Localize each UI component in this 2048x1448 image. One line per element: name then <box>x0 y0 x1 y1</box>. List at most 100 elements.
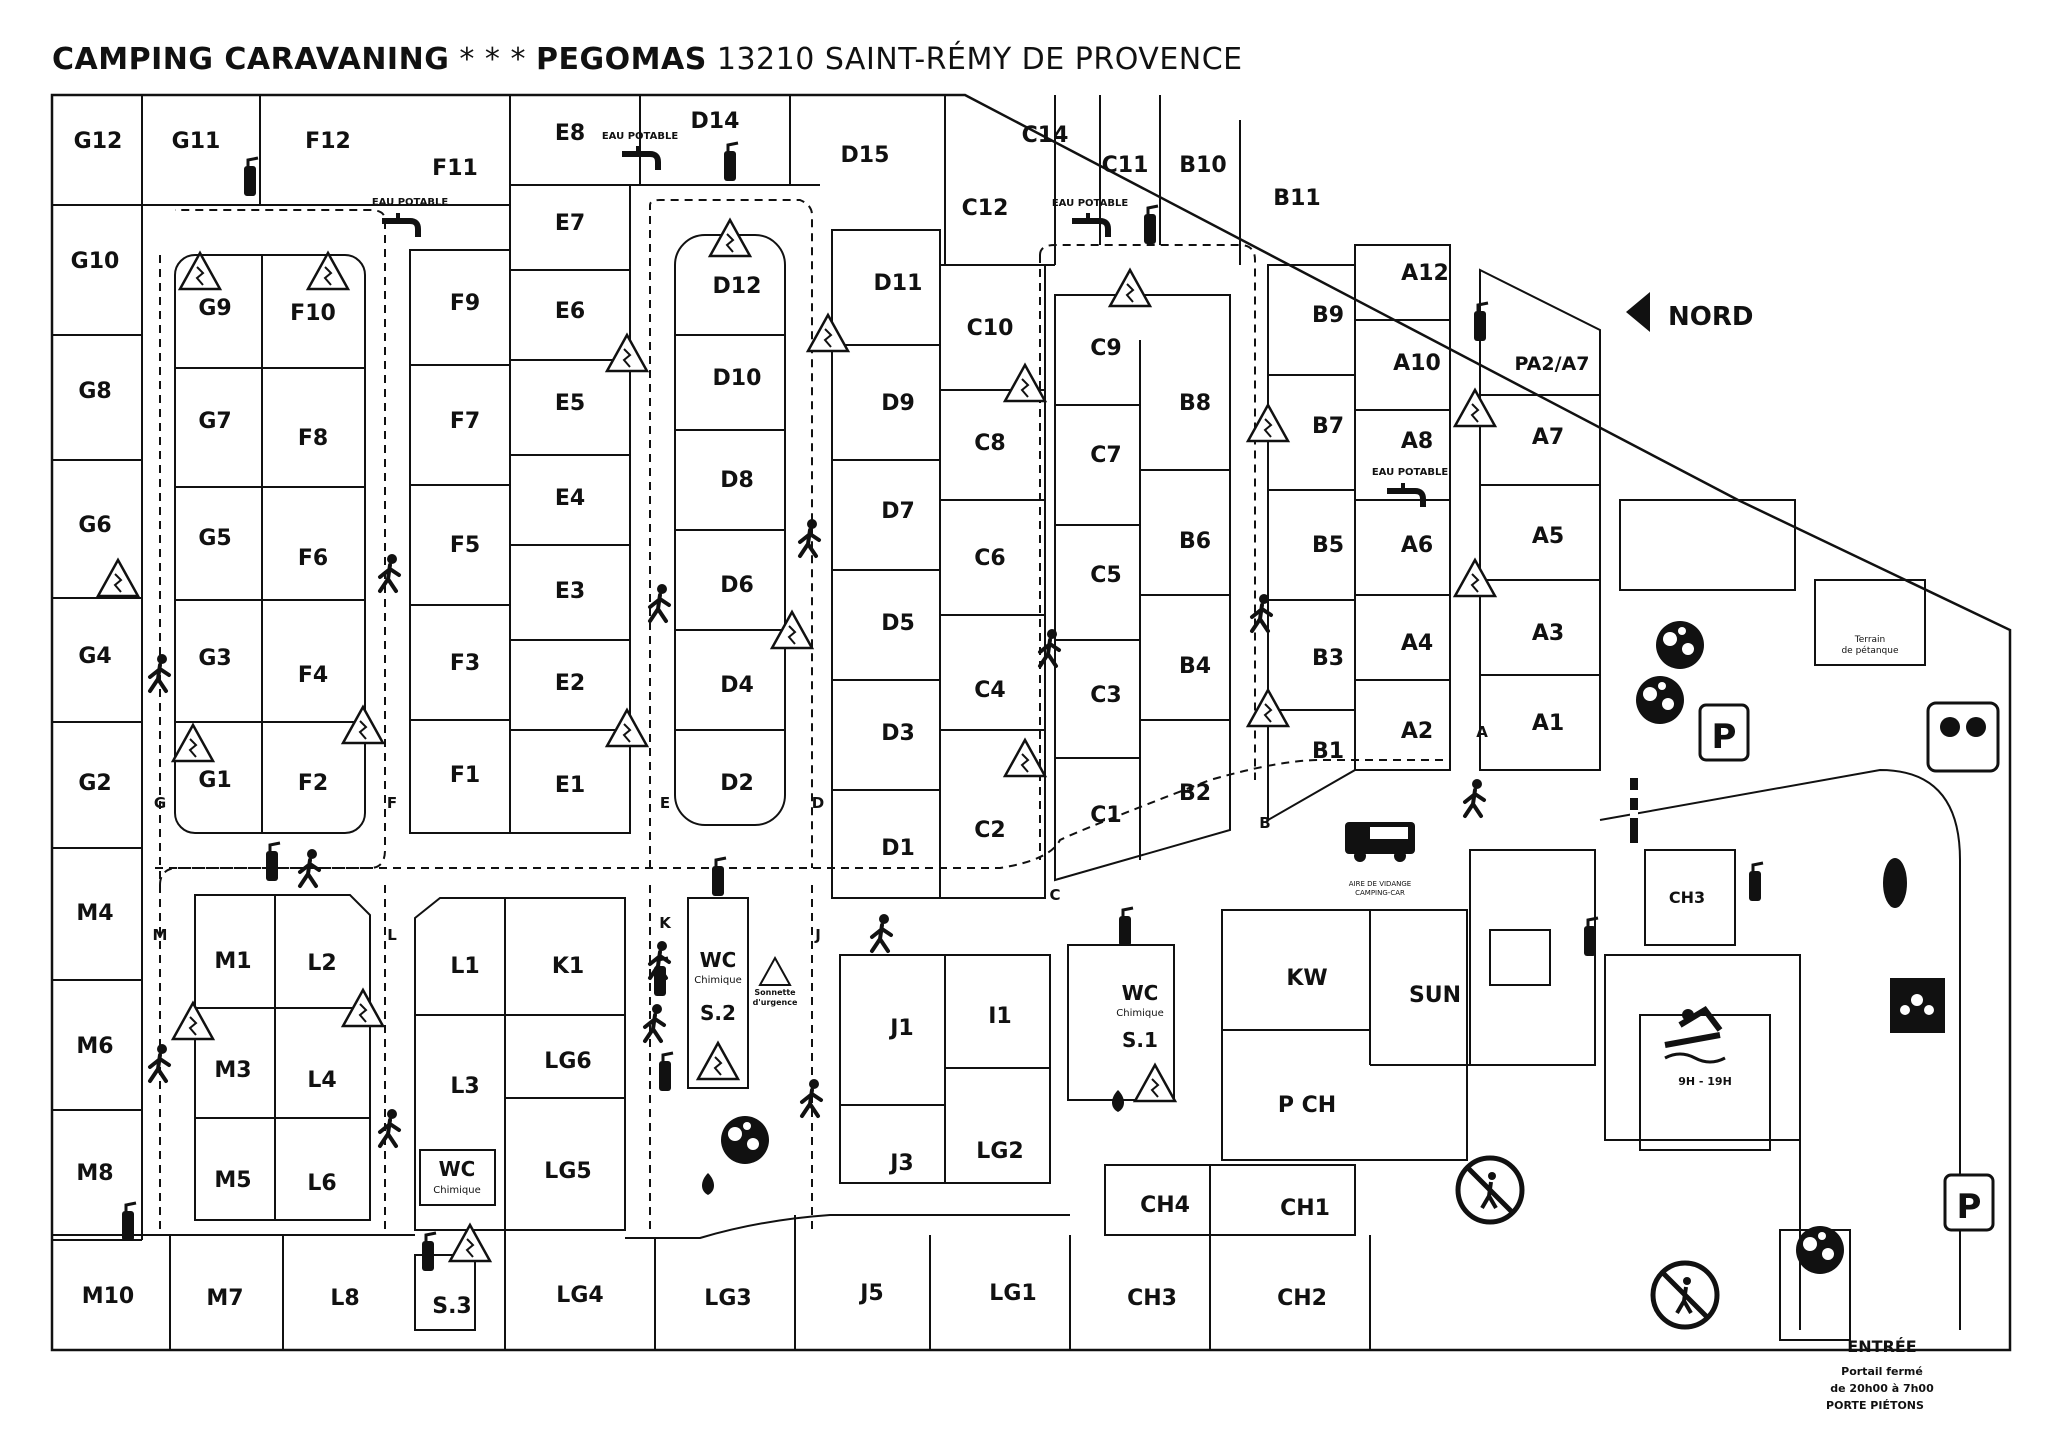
plot-label[interactable]: B11 <box>1273 186 1320 211</box>
plot-label[interactable]: L8 <box>330 1286 359 1311</box>
plot-label[interactable]: LG1 <box>989 1281 1036 1306</box>
plot-label[interactable]: M8 <box>76 1161 113 1186</box>
plot-label[interactable]: J3 <box>888 1151 914 1176</box>
plot-label[interactable]: G3 <box>198 646 231 671</box>
plot-label[interactable]: E1 <box>555 773 585 798</box>
plot-label[interactable]: L1 <box>450 954 479 979</box>
plot-label[interactable]: G10 <box>71 249 120 274</box>
plot-label[interactable]: C5 <box>1090 563 1121 588</box>
plot-label[interactable]: G12 <box>74 129 123 154</box>
plot-label[interactable]: B8 <box>1179 391 1211 416</box>
plot-label[interactable]: D3 <box>881 721 915 746</box>
plot-label[interactable]: D11 <box>874 271 923 296</box>
plot-label[interactable]: M5 <box>214 1168 251 1193</box>
plot-label[interactable]: S.3 <box>432 1294 472 1319</box>
plot-label[interactable]: B6 <box>1179 529 1211 554</box>
plot-label[interactable]: D1 <box>881 836 915 861</box>
plot-label[interactable]: J1 <box>888 1016 914 1041</box>
plot-label[interactable]: CH3 <box>1127 1286 1177 1311</box>
plot-label[interactable]: F1 <box>450 763 480 788</box>
plot-label[interactable]: K1 <box>552 954 584 979</box>
plot-label[interactable]: F8 <box>298 426 328 451</box>
plot-label[interactable]: M4 <box>76 901 113 926</box>
plot-label[interactable]: M7 <box>206 1286 243 1311</box>
plot-label[interactable]: PA2/A7 <box>1515 353 1590 375</box>
plot-label[interactable]: C2 <box>974 818 1005 843</box>
plot-label[interactable]: F9 <box>450 291 480 316</box>
plot-label[interactable]: M6 <box>76 1034 113 1059</box>
plot-label[interactable]: L4 <box>307 1068 336 1093</box>
plot-label[interactable]: L2 <box>307 951 336 976</box>
plot-label[interactable]: B9 <box>1312 303 1344 328</box>
plot-label[interactable]: CH4 <box>1140 1193 1190 1218</box>
plot-label[interactable]: D4 <box>720 673 754 698</box>
plot-label[interactable]: E3 <box>555 579 585 604</box>
plot-label[interactable]: A4 <box>1401 631 1433 656</box>
plot-label[interactable]: F6 <box>298 546 328 571</box>
plot-label[interactable]: LG2 <box>976 1139 1023 1164</box>
plot-label[interactable]: CH1 <box>1280 1196 1330 1221</box>
plot-label[interactable]: B1 <box>1312 739 1344 764</box>
plot-label[interactable]: G1 <box>198 768 231 793</box>
plot-label[interactable]: M3 <box>214 1058 251 1083</box>
plot-label[interactable]: D15 <box>841 143 890 168</box>
plot-label[interactable]: CH2 <box>1277 1286 1327 1311</box>
plot-label[interactable]: F12 <box>305 129 351 154</box>
plot-label[interactable]: E7 <box>555 211 585 236</box>
plot-label[interactable]: E8 <box>555 121 585 146</box>
plot-label[interactable]: E2 <box>555 671 585 696</box>
plot-label[interactable]: A10 <box>1393 351 1441 376</box>
plot-label[interactable]: F10 <box>290 301 336 326</box>
plot-label[interactable]: G8 <box>78 379 111 404</box>
plot-label[interactable]: C7 <box>1090 443 1121 468</box>
plot-label[interactable]: LG6 <box>544 1049 591 1074</box>
plot-label[interactable]: E5 <box>555 391 585 416</box>
plot-label[interactable]: A5 <box>1532 524 1564 549</box>
plot-label[interactable]: A12 <box>1401 261 1449 286</box>
plot-label[interactable]: C8 <box>974 431 1005 456</box>
plot-label[interactable]: LG5 <box>544 1159 591 1184</box>
plot-label[interactable]: P CH <box>1278 1093 1336 1118</box>
plot-label[interactable]: D10 <box>713 366 762 391</box>
plot-label[interactable]: G4 <box>78 644 111 669</box>
plot-label[interactable]: B10 <box>1179 153 1226 178</box>
plot-label[interactable]: D14 <box>691 109 740 134</box>
plot-label[interactable]: LG4 <box>556 1283 603 1308</box>
plot-label[interactable]: F4 <box>298 663 328 688</box>
plot-label[interactable]: D2 <box>720 771 754 796</box>
plot-label[interactable]: LG3 <box>704 1286 751 1311</box>
plot-label[interactable]: F3 <box>450 651 480 676</box>
plot-label[interactable]: F5 <box>450 533 480 558</box>
plot-label[interactable]: F7 <box>450 409 480 434</box>
plot-label[interactable]: F2 <box>298 771 328 796</box>
plot-label[interactable]: A1 <box>1532 711 1564 736</box>
plot-label[interactable]: C11 <box>1102 153 1149 178</box>
plot-label[interactable]: D6 <box>720 573 754 598</box>
plot-label[interactable]: B5 <box>1312 533 1344 558</box>
plot-label[interactable]: A3 <box>1532 621 1564 646</box>
plot-label[interactable]: L6 <box>307 1171 336 1196</box>
plot-label[interactable]: G9 <box>198 296 231 321</box>
plot-label[interactable]: F11 <box>432 156 478 181</box>
plot-label[interactable]: M1 <box>214 949 251 974</box>
plot-label[interactable]: D9 <box>881 391 915 416</box>
plot-label[interactable]: E4 <box>555 486 585 511</box>
plot-label[interactable]: C14 <box>1022 123 1069 148</box>
plot-label[interactable]: B2 <box>1179 781 1211 806</box>
plot-label[interactable]: C4 <box>974 678 1005 703</box>
plot-label[interactable]: L3 <box>450 1074 479 1099</box>
plot-label[interactable]: B4 <box>1179 654 1211 679</box>
plot-label[interactable]: C1 <box>1090 803 1121 828</box>
plot-label[interactable]: I1 <box>988 1004 1012 1029</box>
plot-label[interactable]: A2 <box>1401 719 1433 744</box>
plot-label[interactable]: D5 <box>881 611 915 636</box>
plot-label[interactable]: G2 <box>78 771 111 796</box>
plot-label[interactable]: C10 <box>967 316 1014 341</box>
plot-label[interactable]: A7 <box>1532 425 1564 450</box>
plot-label[interactable]: B7 <box>1312 414 1344 439</box>
plot-label[interactable]: SUN <box>1409 983 1461 1008</box>
plot-label[interactable]: G6 <box>78 513 111 538</box>
plot-label[interactable]: G7 <box>198 409 231 434</box>
plot-label[interactable]: C3 <box>1090 683 1121 708</box>
plot-label[interactable]: G11 <box>172 129 221 154</box>
